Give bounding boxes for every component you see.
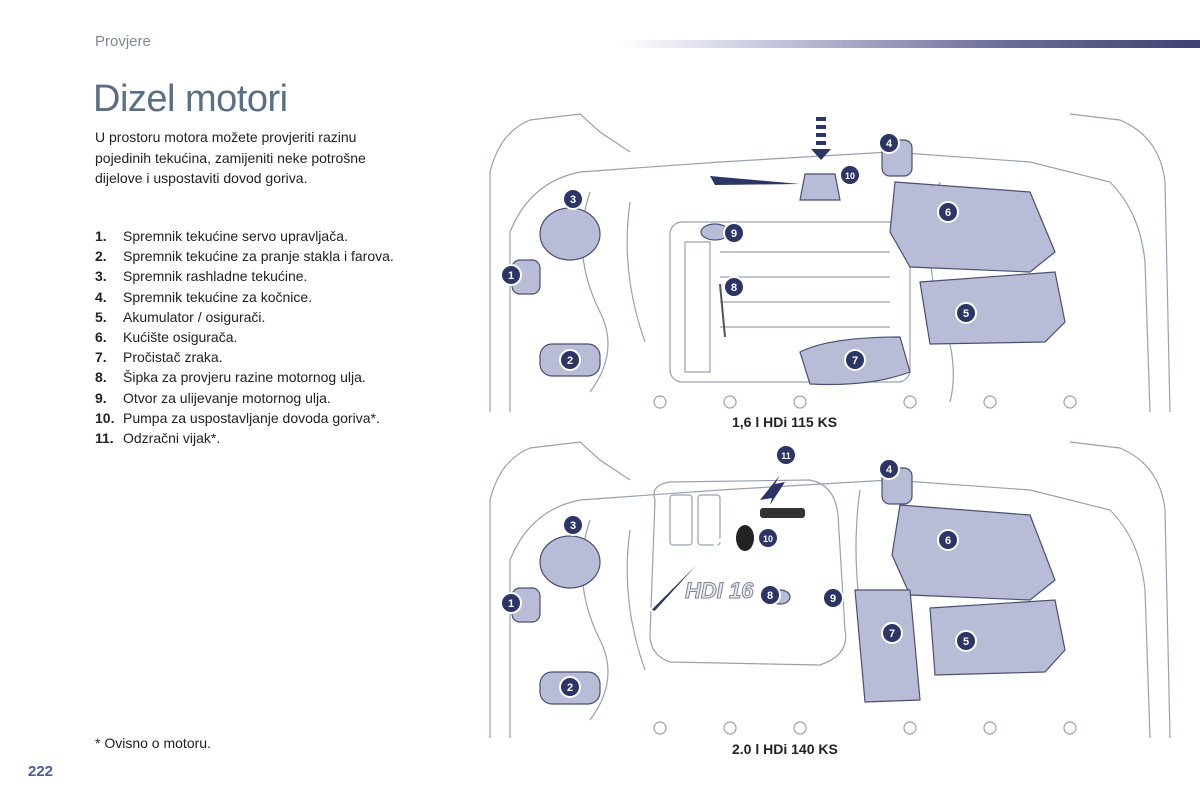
item-number: 6. xyxy=(95,329,107,346)
item-number: 2. xyxy=(95,248,107,265)
marker-4: 4 xyxy=(878,132,900,154)
marker-6: 6 xyxy=(937,529,959,551)
item-text: Spremnik tekućine za pranje stakla i far… xyxy=(123,248,394,265)
item-text: Odzračni vijak*. xyxy=(123,430,221,447)
engine-cover-text: HDI 16 xyxy=(685,578,754,603)
item-number: 9. xyxy=(95,389,107,406)
item-text: Akumulator / osigurači. xyxy=(123,308,266,325)
svg-text:6: 6 xyxy=(945,535,951,547)
svg-text:3: 3 xyxy=(570,194,576,206)
item-number: 3. xyxy=(95,268,107,285)
svg-text:7: 7 xyxy=(889,628,895,640)
svg-text:5: 5 xyxy=(963,308,969,320)
svg-text:3: 3 xyxy=(570,520,576,532)
svg-text:2: 2 xyxy=(567,682,573,694)
arrow-indicator xyxy=(710,176,800,185)
item-number: 10. xyxy=(95,409,115,426)
list-item: 10. Pumpa za uspostavljanje dovoda goriva… xyxy=(95,408,420,428)
marker-10: 10 xyxy=(757,527,779,549)
svg-text:2: 2 xyxy=(567,355,573,367)
svg-text:8: 8 xyxy=(767,590,773,602)
intro-paragraph: U prostoru motora možete provjeriti razi… xyxy=(95,129,366,186)
list-item: 9. Otvor za ulijevanje motornog ulja. xyxy=(95,388,420,408)
marker-5: 5 xyxy=(955,302,977,324)
svg-text:10: 10 xyxy=(845,171,855,181)
header-bar xyxy=(620,40,1200,48)
diagram-1-caption: 1,6 l HDi 115 KS xyxy=(732,414,838,430)
item-number: 8. xyxy=(95,369,107,386)
marker-1: 1 xyxy=(500,264,522,286)
engine-diagram-1: 1 2 3 4 5 6 7 8 9 10 xyxy=(470,112,1200,414)
item-number: 1. xyxy=(95,228,107,244)
engine-illustration-1: 1 2 3 4 5 6 7 8 9 10 xyxy=(489,113,1171,413)
component-list: 1. Spremnik tekućine servo upravljača. 2.… xyxy=(95,226,420,448)
marker-8: 8 xyxy=(723,276,745,298)
engine-diagram-2: HDI 16 1 2 3 4 5 6 7 8 9 10 11 xyxy=(470,440,1200,740)
item-text: Spremnik tekućine servo upravljača. xyxy=(123,228,348,244)
svg-text:11: 11 xyxy=(781,451,791,461)
marker-9: 9 xyxy=(723,222,745,244)
item-number: 4. xyxy=(95,288,107,305)
item-number: 5. xyxy=(95,308,107,325)
list-item: 11. Odzračni vijak*. xyxy=(95,428,420,448)
marker-6: 6 xyxy=(937,201,959,223)
marker-5: 5 xyxy=(955,630,977,652)
svg-text:5: 5 xyxy=(963,636,969,648)
svg-text:7: 7 xyxy=(852,355,858,367)
list-item: 2. Spremnik tekućine za pranje stakla i f… xyxy=(95,246,420,266)
item-text: Šipka za provjeru razine motornog ulja. xyxy=(123,369,366,386)
item-text: Pročistač zraka. xyxy=(123,349,223,366)
svg-text:10: 10 xyxy=(763,534,773,544)
item-text: Otvor za ulijevanje motornog ulja. xyxy=(123,389,331,406)
item-number: 7. xyxy=(95,349,107,366)
svg-text:9: 9 xyxy=(731,228,737,240)
marker-3: 3 xyxy=(562,514,584,536)
svg-text:6: 6 xyxy=(945,207,951,219)
section-label: Provjere xyxy=(95,33,151,50)
item-text: Spremnik tekućine za kočnice. xyxy=(123,288,313,305)
marker-2: 2 xyxy=(559,349,581,371)
list-item: 6. Kućište osigurača. xyxy=(95,327,420,347)
marker-11: 11 xyxy=(775,444,797,466)
marker-7: 7 xyxy=(844,349,866,371)
item-text: Kućište osigurača. xyxy=(123,329,238,346)
svg-text:4: 4 xyxy=(886,464,893,476)
page-title: Dizel motori xyxy=(93,78,288,120)
marker-9: 9 xyxy=(822,587,844,609)
marker-10: 10 xyxy=(839,164,861,186)
item-text: Pumpa za uspostavljanje dovoda goriva*. xyxy=(123,409,380,426)
list-item: 5. Akumulator / osigurači. xyxy=(95,307,420,327)
engine-illustration-2: HDI 16 1 2 3 4 5 6 7 8 9 10 11 xyxy=(489,441,1171,739)
marker-7: 7 xyxy=(881,622,903,644)
marker-3: 3 xyxy=(562,188,584,210)
marker-1: 1 xyxy=(500,592,522,614)
svg-text:9: 9 xyxy=(830,593,836,605)
list-item: 7. Pročistač zraka. xyxy=(95,347,420,367)
page-number: 222 xyxy=(28,763,54,780)
marker-2: 2 xyxy=(559,676,581,698)
svg-text:1: 1 xyxy=(508,598,514,610)
footnote: * Ovisno o motoru. xyxy=(95,735,211,751)
list-item: 8. Šipka za provjeru razine motornog ulja… xyxy=(95,367,420,387)
diagram-2-caption: 2.0 l HDi 140 KS xyxy=(732,741,838,757)
arrow-indicator xyxy=(760,475,785,505)
list-item: 3. Spremnik rashladne tekućine. xyxy=(95,266,420,286)
arrow-indicator xyxy=(648,534,726,614)
item-number: 11. xyxy=(95,430,114,447)
svg-text:4: 4 xyxy=(886,138,893,150)
list-item: 1. Spremnik tekućine servo upravljača. xyxy=(95,226,420,246)
svg-text:8: 8 xyxy=(731,282,737,294)
svg-text:1: 1 xyxy=(508,270,514,282)
item-text: Spremnik rashladne tekućine. xyxy=(123,268,308,285)
list-item: 4. Spremnik tekućine za kočnice. xyxy=(95,287,420,307)
marker-4: 4 xyxy=(878,458,900,480)
marker-8: 8 xyxy=(759,584,781,606)
